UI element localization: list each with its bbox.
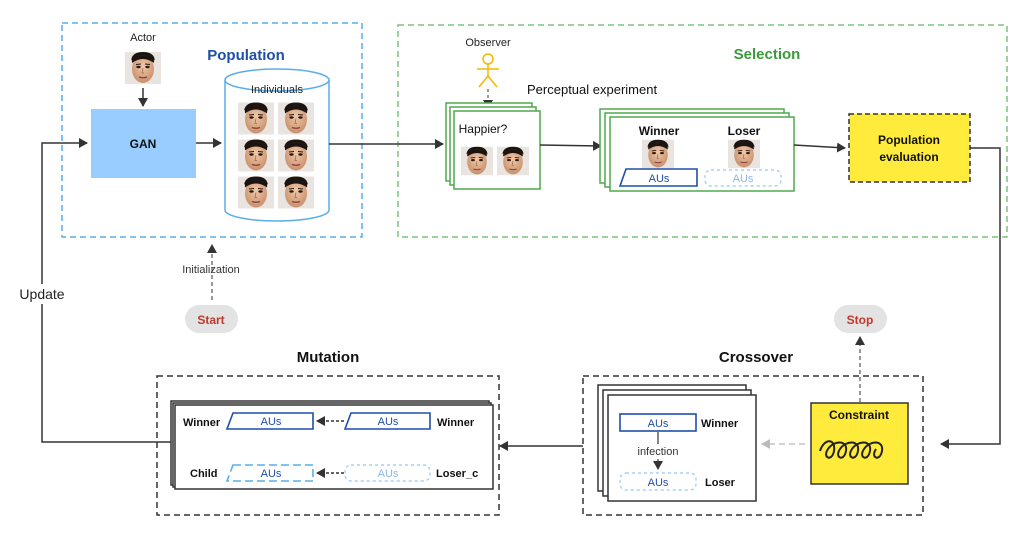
mutation-region xyxy=(156,375,500,516)
mutation-child-aus-label: AUs xyxy=(261,468,282,480)
initialization-label: Initialization xyxy=(182,264,239,276)
mutation-winner-aus-label: AUs xyxy=(261,416,282,428)
mutation-winner-label: Winner xyxy=(183,417,221,429)
stop-pill xyxy=(834,305,887,333)
infection-label-bg xyxy=(628,444,688,459)
mutation-child-label: Child xyxy=(190,468,218,480)
mutation-loser-c-label: Loser_c xyxy=(436,468,478,480)
start-pill xyxy=(185,305,238,333)
crossover-region xyxy=(582,375,924,516)
mutation-source-winner-aus-label: AUs xyxy=(378,416,399,428)
mutation-title: Mutation xyxy=(297,349,359,366)
evaluation-to-constraint-arrow xyxy=(940,147,1001,449)
individual-face xyxy=(278,139,314,172)
gan-box xyxy=(91,109,196,178)
constraint-coil-icon xyxy=(819,440,884,459)
evaluation-box xyxy=(848,113,971,183)
experiment-face-right xyxy=(497,146,529,176)
population-title: Population xyxy=(207,47,285,64)
mutation-child-aus-chip xyxy=(225,464,314,482)
population-region xyxy=(61,22,363,238)
mutation-card-stack xyxy=(170,400,494,490)
result-winner-aus-chip xyxy=(618,168,698,187)
observer-label: Observer xyxy=(465,37,511,49)
selection-region xyxy=(397,24,1008,238)
result-to-evaluation-arrow xyxy=(793,142,846,153)
selection-title: Selection xyxy=(734,46,801,63)
question-label: Happier? xyxy=(459,122,508,136)
experiment-card-stack xyxy=(445,102,541,190)
individual-face xyxy=(238,102,274,135)
result-winner-label: Winner xyxy=(639,124,680,138)
individuals-label: Individuals xyxy=(251,84,303,96)
result-winner-face xyxy=(642,139,674,169)
mutation-loser-aus-chip xyxy=(344,464,431,482)
crossover-winner-aus-chip xyxy=(619,413,697,432)
individual-face xyxy=(278,102,314,135)
start-label: Start xyxy=(197,313,224,327)
mutation-source-winner-aus-chip xyxy=(343,412,431,430)
result-loser-label: Loser xyxy=(728,124,761,138)
mutation-winner-right-label: Winner xyxy=(437,417,475,429)
evaluation-line2: evaluation xyxy=(879,150,938,164)
result-loser-aus-label: AUs xyxy=(733,173,754,185)
actor-face xyxy=(125,51,161,85)
crossover-winner-aus-label: AUs xyxy=(648,418,669,430)
individual-face xyxy=(278,176,314,209)
evaluation-line1: Population xyxy=(878,133,940,147)
update-label: Update xyxy=(19,286,64,302)
constraint-label: Constraint xyxy=(829,408,889,422)
result-loser-aus-chip xyxy=(704,169,782,187)
crossover-card-stack xyxy=(597,384,757,502)
individual-face xyxy=(238,139,274,172)
result-loser-face xyxy=(728,139,760,169)
infection-label: infection xyxy=(638,446,679,458)
crossover-winner-label: Winner xyxy=(701,418,739,430)
crossover-title: Crossover xyxy=(719,349,793,366)
experiment-to-result-arrow xyxy=(539,140,602,151)
stop-label: Stop xyxy=(847,313,874,327)
actor-label: Actor xyxy=(130,32,156,44)
result-winner-aus-label: AUs xyxy=(649,173,670,185)
observer-stick-figure-icon xyxy=(477,53,499,88)
individual-face xyxy=(238,176,274,209)
update-label-bg xyxy=(12,284,72,304)
experiment-label: Perceptual experiment xyxy=(527,82,657,97)
mutation-winner-aus-chip xyxy=(225,412,314,430)
mutation-loser-aus-label: AUs xyxy=(378,468,399,480)
crossover-loser-aus-chip xyxy=(619,472,697,491)
crossover-loser-label: Loser xyxy=(705,477,736,489)
experiment-face-left xyxy=(461,146,493,176)
crossover-loser-aus-label: AUs xyxy=(648,477,669,489)
gan-label: GAN xyxy=(130,137,157,151)
